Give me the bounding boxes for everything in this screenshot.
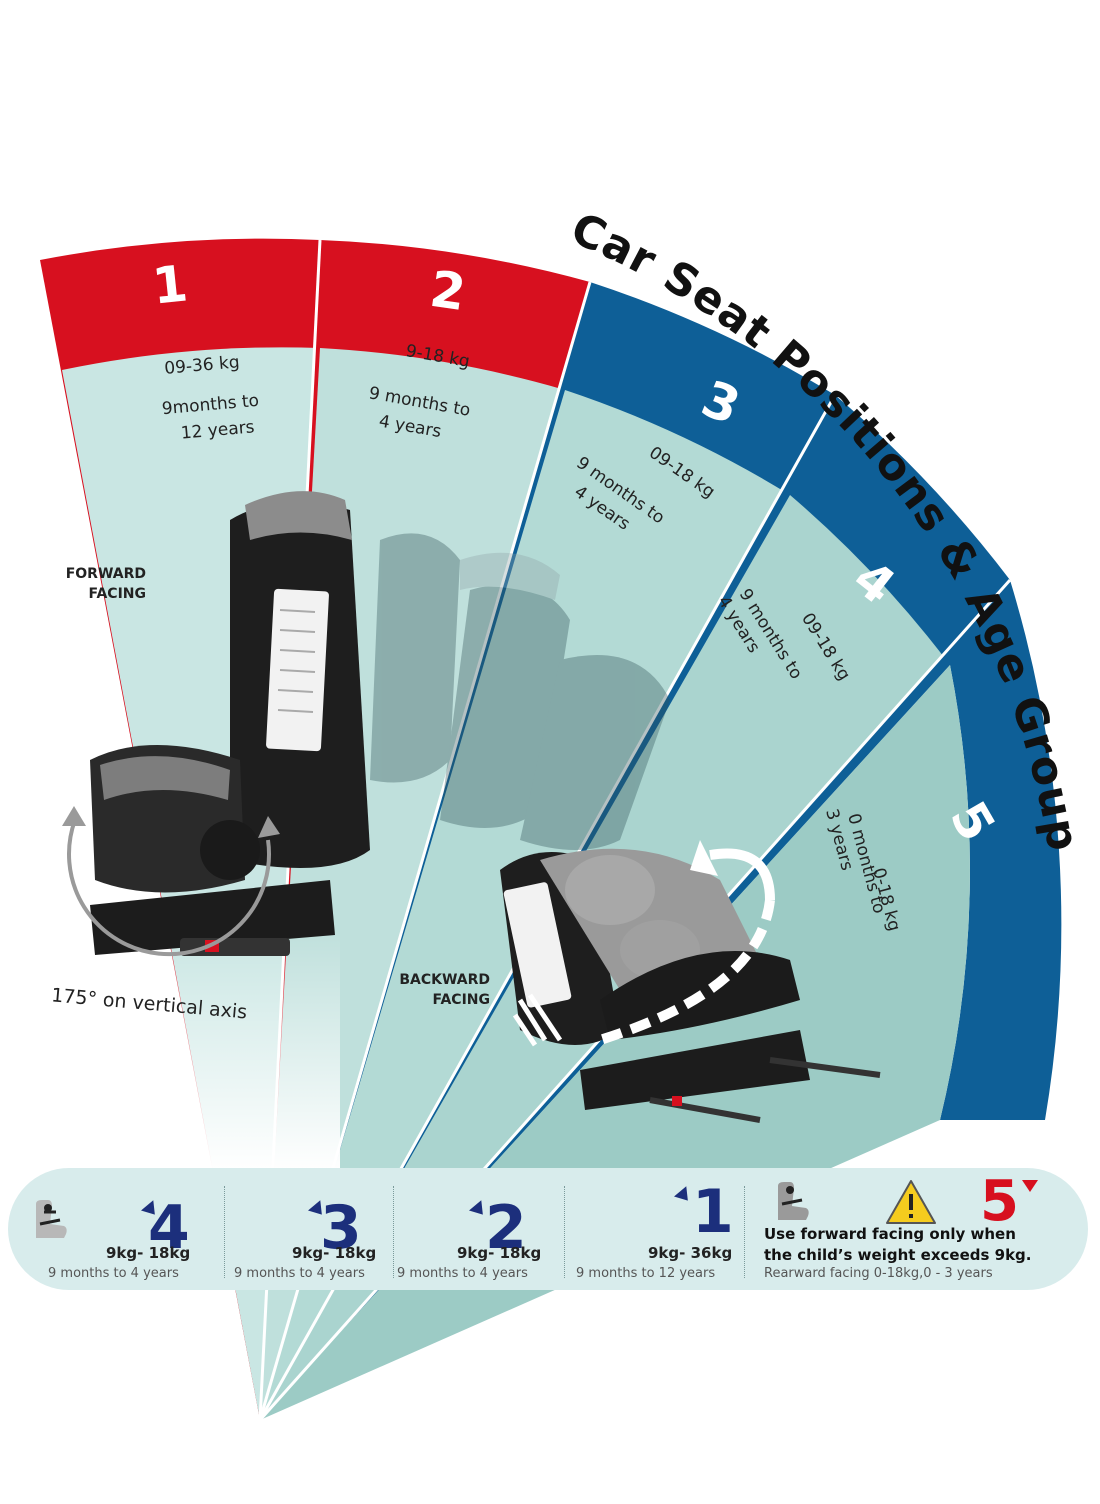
position-4-number: 4 xyxy=(148,1193,190,1263)
warning-line-2: the child’s weight exceeds 9kg. xyxy=(764,1246,1032,1264)
position-5-number: 5 xyxy=(980,1169,1019,1234)
position-3-number: 3 xyxy=(320,1193,362,1263)
position-4-cell: 4 9kg- 18kg 9 months to 4 years xyxy=(8,1168,228,1290)
position-2-cell: 2 9kg- 18kg 9 months to 4 years xyxy=(393,1168,563,1290)
sector-1-number: 1 xyxy=(150,254,191,315)
position-1-cell: 1 9kg- 36kg 9 months to 12 years xyxy=(564,1168,744,1290)
backward-label-1: BACKWARD xyxy=(399,972,490,988)
warning-icon xyxy=(886,1180,936,1224)
triangle-marker-icon xyxy=(1022,1180,1038,1192)
triangle-marker-icon xyxy=(674,1186,694,1206)
position-2-weight: 9kg- 18kg xyxy=(457,1244,542,1262)
rotate-back-arrow-icon xyxy=(512,840,775,1047)
forward-label-2: FACING xyxy=(89,586,146,602)
position-3-weight: 9kg- 18kg xyxy=(292,1244,377,1262)
warning-note: Rearward facing 0-18kg,0 - 3 years xyxy=(764,1266,993,1281)
ghost-seats xyxy=(370,533,670,850)
position-2-number: 2 xyxy=(485,1193,527,1263)
divider xyxy=(393,1186,394,1278)
position-1-number: 1 xyxy=(692,1177,734,1247)
positions-strip: 4 9kg- 18kg 9 months to 4 years 3 9kg- 1… xyxy=(8,1168,1088,1290)
forward-seat-illustration xyxy=(90,491,370,956)
rotation-arrow-icon xyxy=(62,806,280,957)
position-4-age: 9 months to 4 years xyxy=(48,1266,179,1281)
forward-seat-icon xyxy=(778,1182,809,1220)
divider xyxy=(564,1186,565,1278)
position-3-age: 9 months to 4 years xyxy=(234,1266,365,1281)
fade-overlay xyxy=(0,930,340,1170)
forward-label-1: FORWARD xyxy=(66,566,146,582)
divider xyxy=(224,1186,225,1278)
position-1-weight: 9kg- 36kg xyxy=(648,1244,733,1262)
sector-2-number: 2 xyxy=(427,260,470,322)
position-2-age: 9 months to 4 years xyxy=(397,1266,528,1281)
warning-line-1: Use forward facing only when xyxy=(764,1225,1016,1243)
position-3-cell: 3 9kg- 18kg 9 months to 4 years xyxy=(228,1168,393,1290)
warning-cell: 5 Use forward facing only when the child… xyxy=(744,1168,1088,1290)
car-seat-icon xyxy=(36,1200,67,1238)
divider xyxy=(744,1186,745,1278)
position-1-age: 9 months to 12 years xyxy=(576,1266,716,1281)
backward-label-2: FACING xyxy=(433,992,490,1008)
position-4-weight: 9kg- 18kg xyxy=(106,1244,191,1262)
sector-5 xyxy=(260,580,1062,1420)
